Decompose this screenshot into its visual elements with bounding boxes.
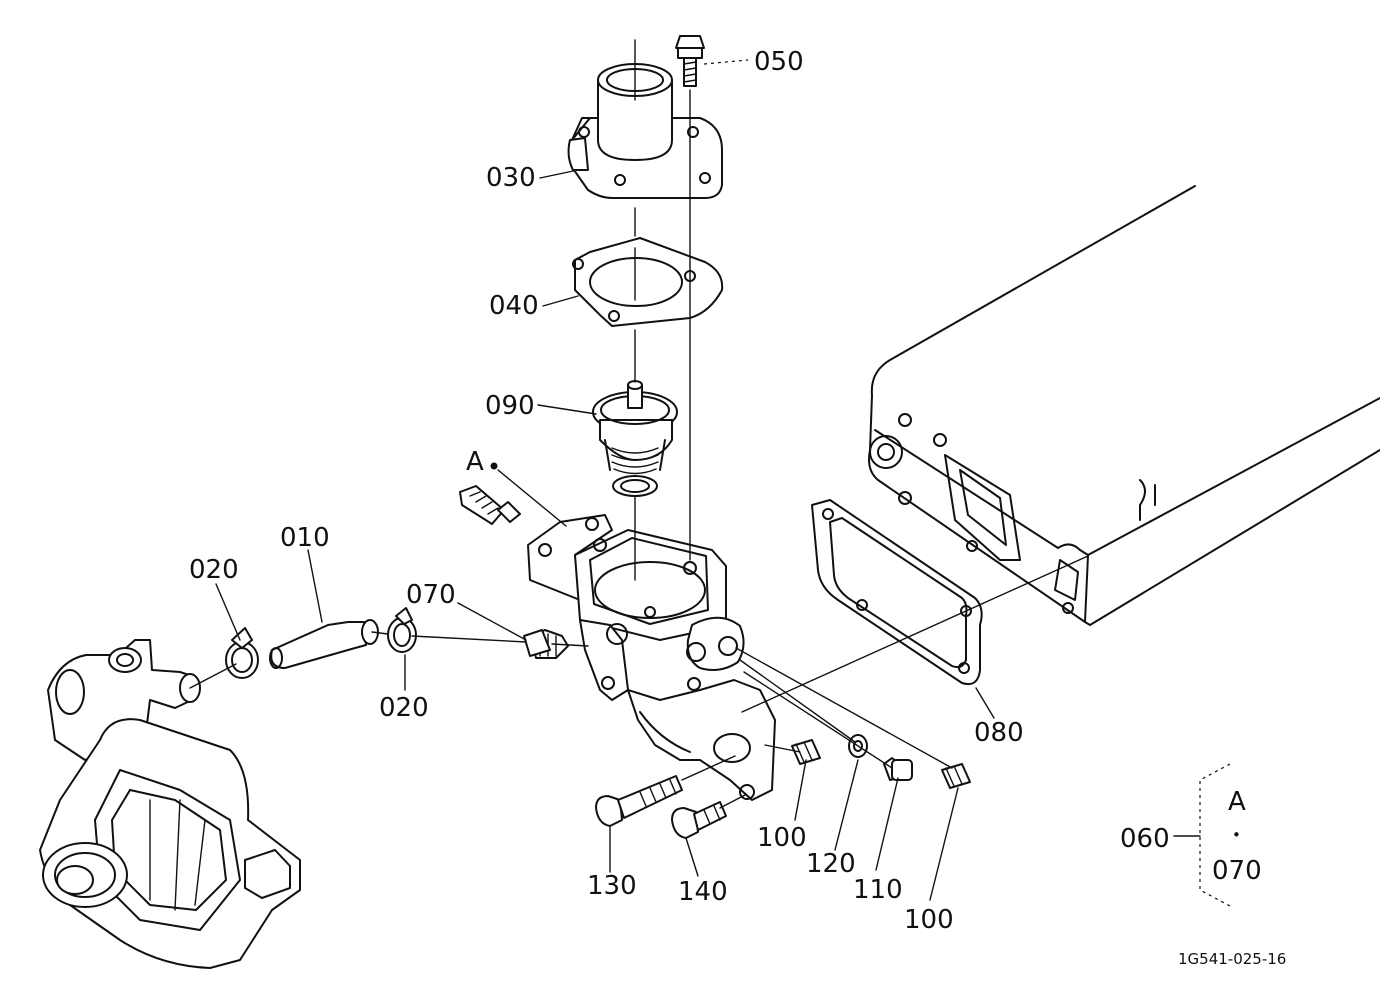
callout-060: 060 <box>1120 824 1170 854</box>
callout-140: 140 <box>678 877 728 907</box>
callout-090: 090 <box>485 391 535 421</box>
legend-dot: • <box>1232 826 1241 844</box>
plug-100-left <box>791 739 821 765</box>
callout-030: 030 <box>486 163 536 193</box>
legend-070: 070 <box>1212 856 1262 886</box>
callout-010: 010 <box>280 523 330 553</box>
cylinder-head <box>868 185 1380 626</box>
callout-110: 110 <box>853 875 903 905</box>
gasket-040 <box>572 237 724 327</box>
legend-a: A <box>1228 787 1246 817</box>
callout-020-right: 020 <box>379 693 429 723</box>
drawing-code: 1G541-025-16 <box>1178 950 1286 968</box>
callout-ref-a: A <box>466 447 484 477</box>
fitting-070 <box>523 629 551 657</box>
callout-050: 050 <box>754 47 804 77</box>
callout-100-left: 100 <box>757 823 807 853</box>
clamp-020-right <box>387 607 417 653</box>
assembly-lines <box>189 39 1089 809</box>
clamp-020-left <box>225 627 259 679</box>
callout-070: 070 <box>406 580 456 610</box>
thermostat-cover-030 <box>567 63 723 199</box>
callout-020-left: 020 <box>189 555 239 585</box>
bolt-130 <box>595 775 683 827</box>
thermostat-090 <box>592 380 678 497</box>
plug-100-right <box>941 763 971 789</box>
water-pump <box>39 639 301 969</box>
water-flange <box>527 514 776 801</box>
bolt-050 <box>675 35 705 87</box>
bolt-140 <box>671 801 727 839</box>
temperature-sensor <box>459 485 521 525</box>
plug-110 <box>883 757 913 781</box>
ref-a-dot <box>490 462 498 470</box>
gasket-080 <box>811 499 983 686</box>
legend-bracket <box>1199 763 1231 907</box>
leader-lines <box>215 59 1201 901</box>
callout-130: 130 <box>587 871 637 901</box>
callout-040: 040 <box>489 291 539 321</box>
bypass-hose-010 <box>269 619 379 669</box>
callout-120: 120 <box>806 849 856 879</box>
callout-100-right: 100 <box>904 905 954 935</box>
callout-080: 080 <box>974 718 1024 748</box>
